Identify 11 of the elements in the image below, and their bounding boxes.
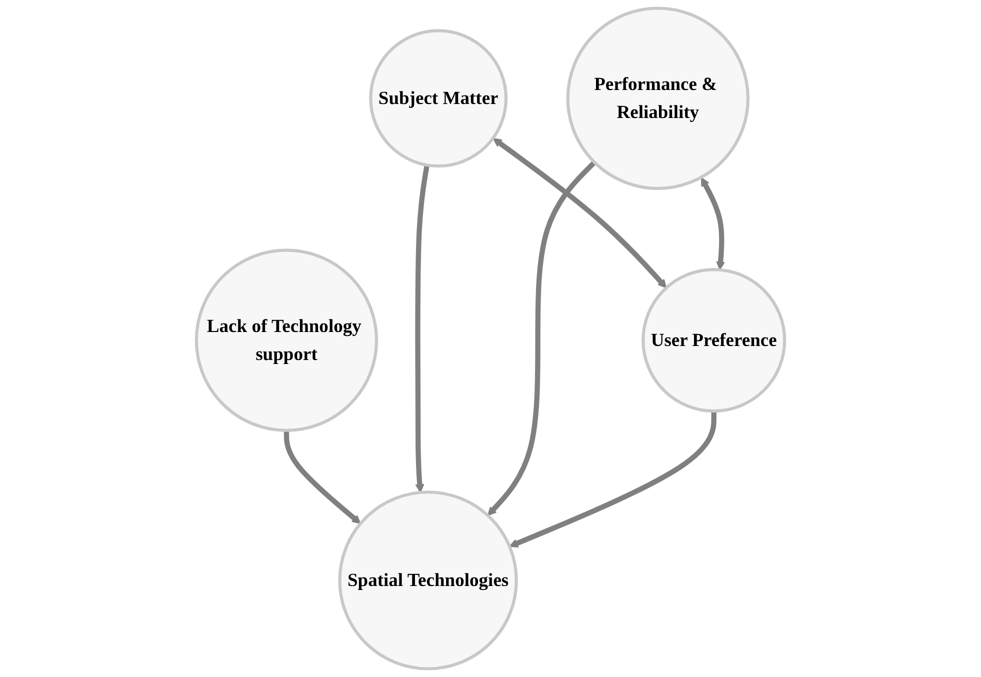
arrow (487, 160, 596, 516)
node-circle: User Preference (642, 268, 786, 413)
node-circle: Spatial Technologies (338, 490, 518, 670)
node-circle: Subject Matter (369, 29, 508, 168)
node-circle: Lack of Technology support (194, 248, 378, 432)
arrow (284, 430, 361, 524)
arrow (415, 164, 430, 493)
arrow (492, 138, 667, 288)
node-circle: Performance & Reliability (566, 6, 750, 190)
arrow (509, 411, 716, 548)
arrow (700, 177, 726, 270)
